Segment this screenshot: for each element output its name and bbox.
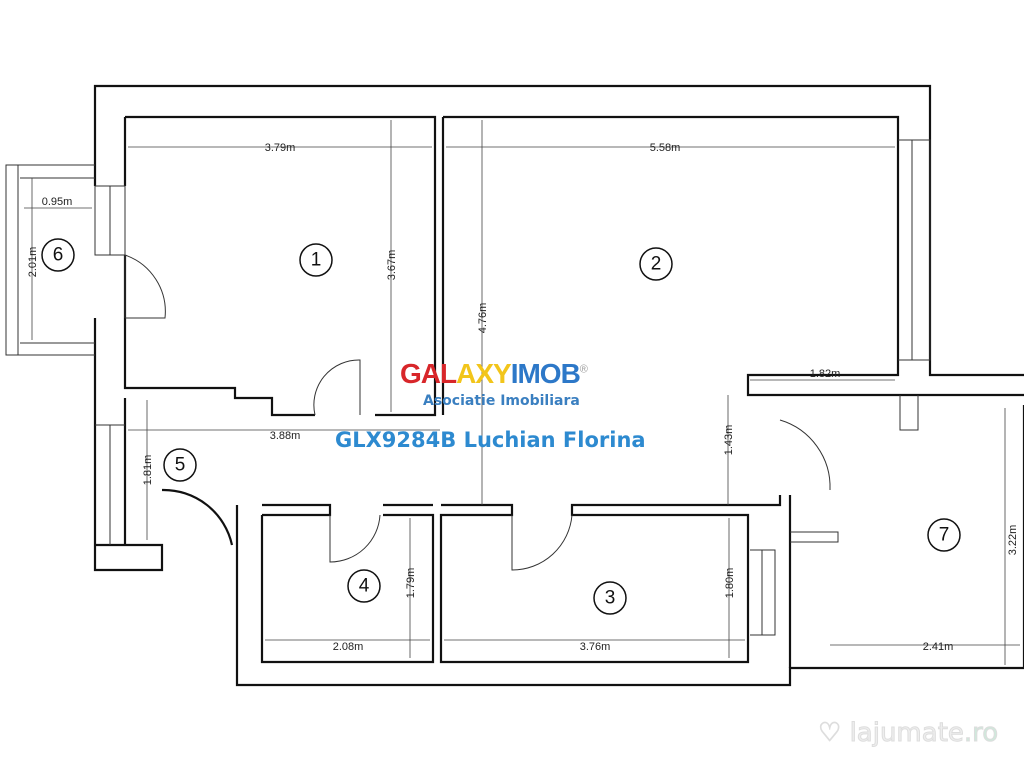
lajumate-watermark: ♡ lajumate.ro xyxy=(818,718,999,749)
room-marker-7: 7 xyxy=(927,518,961,552)
room-2-wall xyxy=(441,115,1024,415)
room-4-door xyxy=(329,514,381,563)
galaxyimob-logo: GALAXYIMOB® xyxy=(400,358,588,389)
room-3-wall xyxy=(439,495,782,664)
outer-wall-bottom xyxy=(235,505,1024,687)
room-number: 6 xyxy=(53,245,64,266)
outer-wall-left xyxy=(93,318,164,572)
room-1-door xyxy=(124,254,166,319)
watermark-text: lajumate xyxy=(849,718,964,749)
dim-room3-width: 3.76m xyxy=(580,641,611,653)
dim-room2-depth: 4.76m xyxy=(477,303,489,334)
listing-reference: GLX9284B Luchian Florina xyxy=(335,428,646,452)
outer-wall xyxy=(93,84,1024,377)
hall-wall xyxy=(123,398,234,546)
logo-part-3: IMOB xyxy=(510,358,581,389)
room-1-door-2 xyxy=(313,359,361,416)
dim-room3-depth: 1.80m xyxy=(724,568,736,599)
room-marker-5: 5 xyxy=(163,448,197,482)
dim-hall-width: 3.88m xyxy=(270,430,301,442)
room-marker-3: 3 xyxy=(593,581,627,615)
room-number: 5 xyxy=(175,455,186,476)
room-3-cabinet xyxy=(750,549,776,636)
dimension-lines xyxy=(24,120,1020,665)
room-number: 4 xyxy=(359,576,370,597)
room-2-pillar xyxy=(899,395,919,431)
room-2-window xyxy=(898,139,931,361)
dim-room2-width: 5.58m xyxy=(650,142,681,154)
room-number: 3 xyxy=(605,588,616,609)
room-4-wall xyxy=(260,503,435,664)
room-6-balcony xyxy=(5,164,95,356)
watermark-icon: ♡ xyxy=(818,718,850,749)
dim-room6-width: 0.95m xyxy=(42,196,73,208)
logo-tagline: Asociatie Imobiliara xyxy=(423,393,580,409)
room-7-rail xyxy=(790,531,839,543)
room-marker-1: 1 xyxy=(299,243,333,277)
room-number: 2 xyxy=(651,254,662,275)
room-1-wall xyxy=(123,115,437,417)
room-3-door xyxy=(511,514,573,571)
logo-part-1: GAL xyxy=(400,358,457,389)
dim-room2-nook: 1.82m xyxy=(810,368,841,380)
room-7-wall xyxy=(788,405,1024,668)
dim-room1-width: 3.79m xyxy=(265,142,296,154)
dim-room7-depth: 3.22m xyxy=(1007,525,1019,556)
dim-room4-width: 2.08m xyxy=(333,641,364,653)
room-2-door xyxy=(779,419,831,491)
dim-hall-depth: 1.43m xyxy=(723,425,735,456)
dim-room1-depth: 3.67m xyxy=(386,250,398,281)
room-5-window xyxy=(95,424,125,545)
dim-room6-depth: 2.01m xyxy=(27,247,39,278)
logo-registered: ® xyxy=(579,363,588,376)
room-marker-2: 2 xyxy=(639,247,673,281)
dim-room4-depth: 1.79m xyxy=(405,568,417,599)
dim-room7-width: 2.41m xyxy=(923,641,954,653)
dimension-labels: 3.79m 5.58m 3.67m 4.76m 1.82m 3.88m 1.43… xyxy=(27,142,1019,653)
room-marker-4: 4 xyxy=(347,569,381,603)
logo-part-2: AXY xyxy=(456,358,512,389)
room-1-window xyxy=(94,185,126,256)
room-number: 1 xyxy=(311,250,322,271)
watermark-tld: .ro xyxy=(963,718,999,749)
room-marker-6: 6 xyxy=(41,238,75,272)
dim-room5-depth: 1.81m xyxy=(142,455,154,486)
room-number: 7 xyxy=(939,525,950,546)
